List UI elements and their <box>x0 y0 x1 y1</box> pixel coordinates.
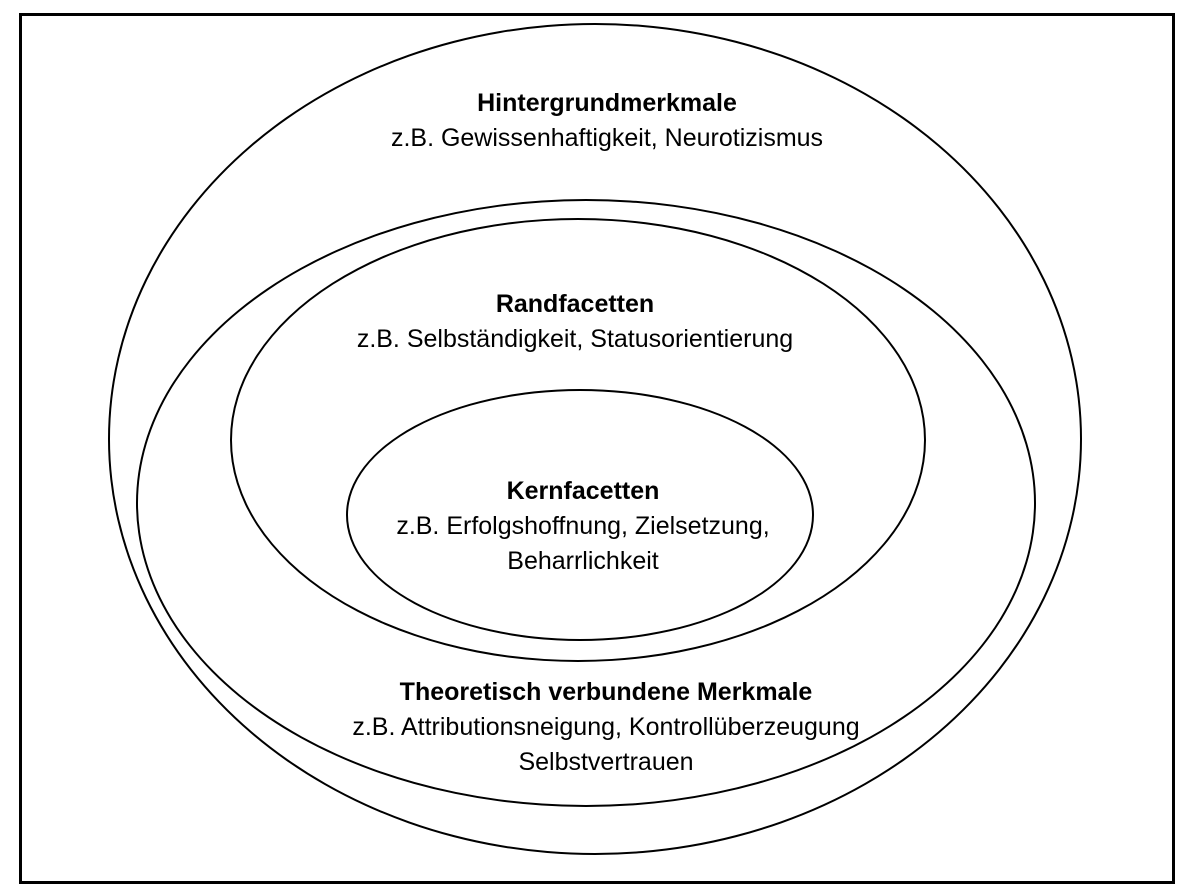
ellipse-randfacetten <box>230 218 926 662</box>
label-theoretisch-verbundene-merkmale: Theoretisch verbundene Merkmale z.B. Att… <box>352 675 859 780</box>
ellipse-hintergrundmerkmale <box>108 23 1082 855</box>
label-hintergrundmerkmale: Hintergrundmerkmale z.B. Gewissenhaftigk… <box>391 86 823 156</box>
label-kernfacetten-examples-line1: z.B. Erfolgshoffnung, Zielsetzung, <box>396 512 770 540</box>
label-hintergrundmerkmale-title: Hintergrundmerkmale <box>477 89 737 117</box>
label-kernfacetten: Kernfacetten z.B. Erfolgshoffnung, Ziels… <box>396 474 769 579</box>
label-theoretisch-examples-line2: Selbstvertrauen <box>518 748 694 776</box>
label-randfacetten-title: Randfacetten <box>495 290 655 318</box>
ellipse-theoretisch-verbundene-merkmale <box>136 199 1036 807</box>
label-theoretisch-examples-line1: z.B. Attributionsneigung, Kontrollüberze… <box>352 713 860 741</box>
label-randfacetten: Randfacetten z.B. Selbständigkeit, Statu… <box>357 287 793 357</box>
label-theoretisch-title: Theoretisch verbundene Merkmale <box>399 678 813 706</box>
ellipse-kernfacetten <box>346 389 814 641</box>
label-kernfacetten-title: Kernfacetten <box>506 477 660 505</box>
label-kernfacetten-examples-line2: Beharrlichkeit <box>507 547 659 575</box>
label-randfacetten-examples: z.B. Selbständigkeit, Statusorientierung <box>356 325 794 353</box>
label-hintergrundmerkmale-examples: z.B. Gewissenhaftigkeit, Neurotizismus <box>390 124 824 152</box>
